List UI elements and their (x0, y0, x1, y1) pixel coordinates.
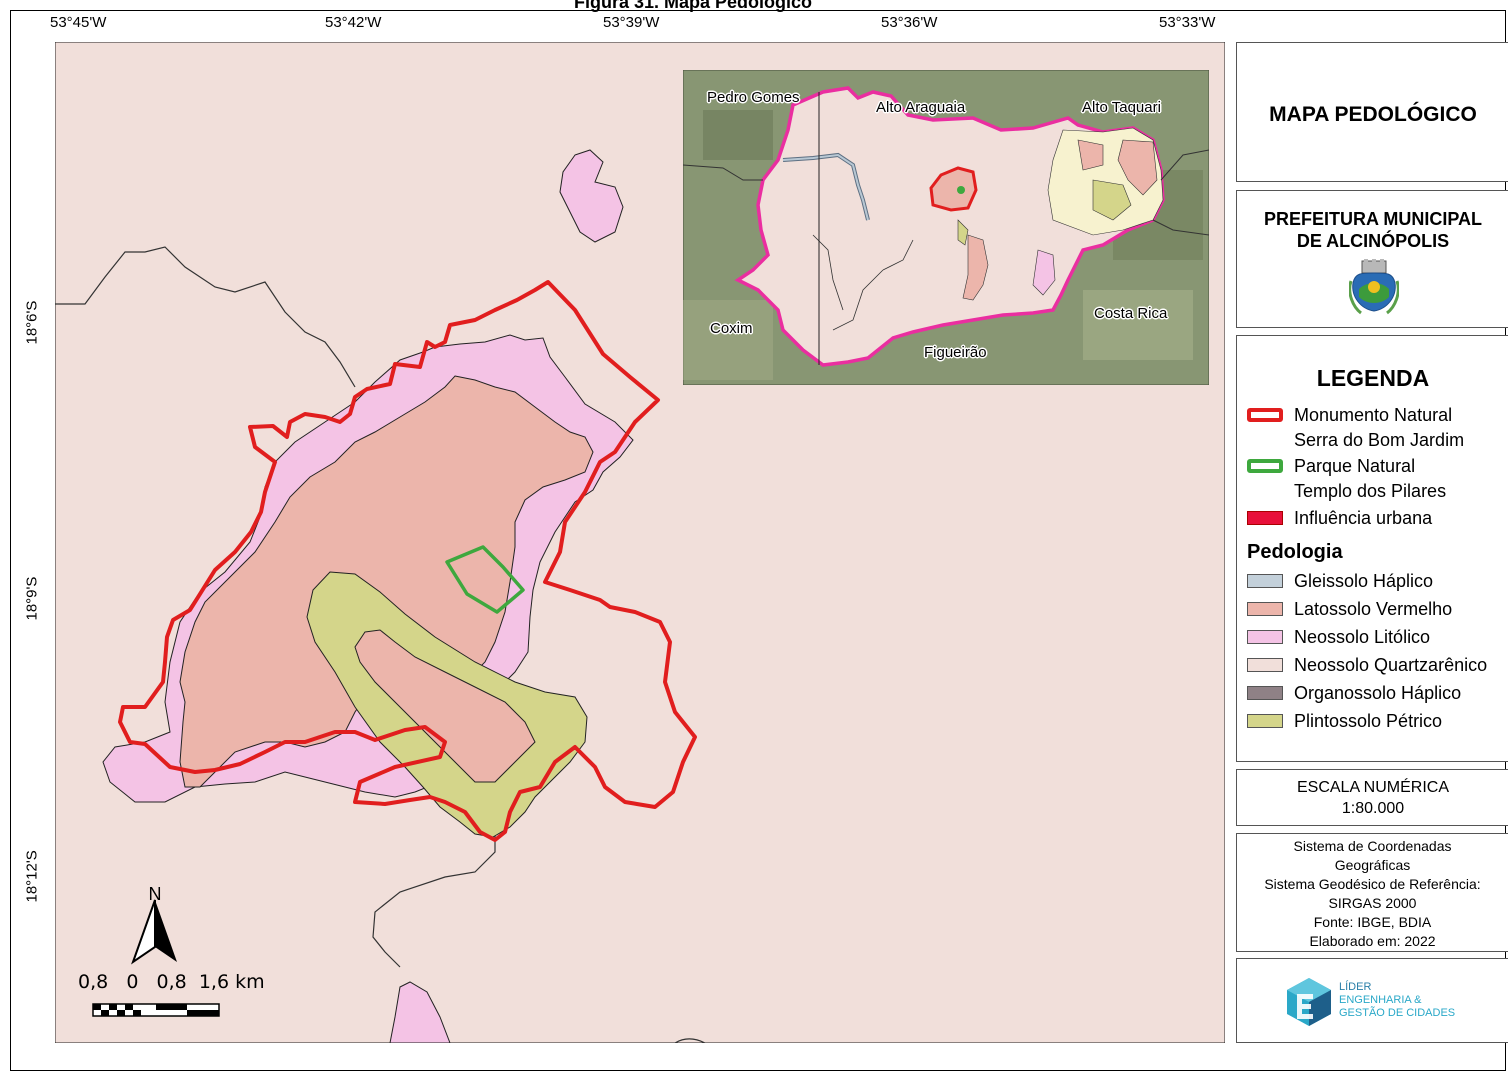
north-arrow-label: N (149, 884, 162, 904)
latossolo-vermelho-inner (354, 629, 536, 783)
crs-line2: Geográficas (1334, 857, 1411, 873)
inset-label-figueirao: Figueirão (924, 344, 987, 361)
lon-label-4: 53°36'W (881, 14, 938, 31)
soil-boundary-line-bottom (674, 1038, 706, 1043)
crs-line1: Sistema de Coordenadas (1293, 838, 1452, 854)
lon-label-1: 53°45'W (50, 14, 107, 31)
soil-boundary-line-south (372, 830, 496, 968)
inset-label-alto-taquari: Alto Taquari (1082, 99, 1161, 116)
parque-natural-outline (445, 545, 525, 614)
legend-heading: LEGENDA (1316, 365, 1430, 391)
soil-boundary-line-west (55, 246, 356, 388)
neossolo-litolico-island-s (389, 981, 451, 1043)
inset-monumento-outline (929, 166, 978, 212)
latossolo-vermelho-area (179, 375, 594, 788)
legend-panel: LEGENDA Monumento Natural Serra do Bom J… (1236, 335, 1508, 762)
lon-label-2: 53°42'W (325, 14, 382, 31)
crs-line4: SIRGAS 2000 (1328, 895, 1417, 911)
inset-label-costa-rica: Costa Rica (1094, 305, 1168, 322)
legend-item-parque: Parque Natural (1247, 455, 1415, 477)
lon-label-5: 53°33'W (1159, 14, 1216, 31)
crs-line6: Elaborado em: 2022 (1309, 933, 1436, 949)
scale-panel: ESCALA NUMÉRICA 1:80.000 (1236, 769, 1508, 826)
legend-item-latossolo: Latossolo Vermelho (1247, 598, 1452, 620)
legend-item-monumento-line2: Serra do Bom Jardim (1294, 430, 1465, 450)
inset-label-alto-araguaia: Alto Araguaia (876, 99, 966, 116)
crs-line5: Fonte: IBGE, BDIA (1313, 914, 1432, 930)
legend-item-influencia: Influência urbana (1247, 507, 1432, 529)
prefeitura-line2: DE ALCINÓPOLIS (1296, 231, 1450, 251)
crs-line3: Sistema Geodésico de Referência: (1264, 876, 1481, 892)
legend-item-organossolo: Organossolo Háplico (1247, 682, 1461, 704)
legend-item-litolico: Neossolo Litólico (1247, 626, 1430, 648)
prefeitura-panel: PREFEITURA MUNICIPAL DE ALCINÓPOLIS (1236, 190, 1508, 328)
panel-title: MAPA PEDOLÓGICO (1269, 103, 1477, 126)
lider-logo-icon (1287, 978, 1331, 1026)
neossolo-litolico-island-ne (559, 149, 624, 243)
logo-text-1: LÍDER (1339, 981, 1372, 993)
legend-item-quartzarenico: Neossolo Quartzarênico (1247, 654, 1487, 676)
scale-value: 1:80.000 (1341, 800, 1405, 817)
legend-item-monumento: Monumento Natural (1247, 404, 1452, 426)
legend-item-parque-line2: Templo dos Pilares (1294, 481, 1447, 501)
inset-label-coxim: Coxim (710, 320, 753, 337)
lat-label-1: 18°6'S (23, 300, 41, 345)
north-arrow (131, 899, 177, 965)
inset-label-pedro-gomes: Pedro Gomes (707, 89, 800, 106)
prefeitura-line1: PREFEITURA MUNICIPAL (1264, 209, 1482, 229)
map-title: Figura 31. Mapa Pedológico (574, 0, 813, 12)
lat-label-2: 18°9'S (23, 576, 41, 621)
scale-bar-label: 0,8 0 0,8 1,6 km (78, 971, 265, 993)
scale-bar (92, 1003, 220, 1017)
logo-panel: LÍDER ENGENHARIA & GESTÃO DE CIDADES (1236, 958, 1508, 1043)
title-panel: MAPA PEDOLÓGICO (1236, 42, 1508, 182)
lon-label-3: 53°39'W (603, 14, 660, 31)
logo-text-3: GESTÃO DE CIDADES (1339, 1007, 1456, 1019)
lat-label-3: 18°12'S (23, 850, 41, 903)
crs-panel: Sistema de Coordenadas Geográficas Siste… (1236, 833, 1508, 952)
legend-item-plintossolo: Plintossolo Pétrico (1247, 710, 1442, 732)
legend-item-gleissolo: Gleissolo Háplico (1247, 570, 1433, 592)
logo-text-2: ENGENHARIA & (1339, 994, 1422, 1006)
coat-of-arms-icon (1349, 259, 1399, 315)
pedologia-heading: Pedologia (1247, 541, 1343, 563)
inset-map[interactable] (683, 70, 1209, 385)
scale-heading: ESCALA NUMÉRICA (1296, 779, 1450, 796)
monumento-natural-outline (118, 280, 697, 842)
main-map[interactable]: N 0,8 0 0,8 1,6 km (55, 42, 1225, 1043)
